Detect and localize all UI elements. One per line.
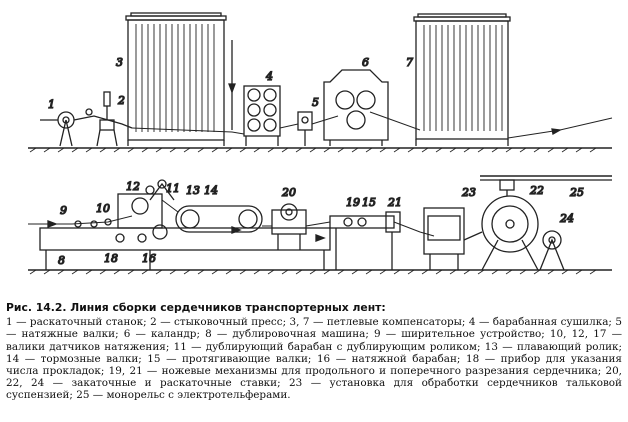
label-12: 12 [126,180,140,193]
label-16: 16 [142,252,156,265]
label-15: 15 [362,196,376,209]
upper-assembly-line: 1 2 3 4 5 6 7 [28,12,613,153]
caption-legend: 1 — раскаточный станок; 2 — стыковочный … [6,316,622,402]
label-24: 24 [559,212,574,225]
lower-assembly-line: 9 10 12 11 13 14 20 19 15 21 23 22 25 24… [28,175,612,275]
label-9: 9 [60,204,67,217]
lower-web-path [28,199,435,237]
label-20: 20 [281,186,296,199]
winding-stand-22 [463,195,539,271]
label-25: 25 [569,186,584,199]
label-2: 2 [117,94,125,107]
unwinding-stand-24 [539,230,565,271]
caption-title: Рис. 14.2. Линия сборки сердечников тран… [6,301,386,314]
label-23: 23 [461,186,476,199]
festoon-accumulator-7 [413,13,613,146]
drum-dryer-4 [243,85,281,146]
monorail-25 [480,175,612,196]
label-8: 8 [58,254,65,267]
doubling-machine-8 [39,179,331,270]
label-11: 11 [166,182,180,195]
unwinding-stand-1 [40,111,75,147]
winding-stand-20 [271,203,307,250]
upper-web-path [131,111,421,135]
label-13: 13 [186,184,200,197]
label-18: 18 [104,252,118,265]
talc-treatment-unit-23 [423,207,465,270]
calender-6 [323,69,389,146]
label-4: 4 [265,70,273,83]
label-5: 5 [312,96,319,109]
label-7: 7 [406,56,413,69]
label-6: 6 [362,56,369,69]
tension-rolls-5 [297,111,313,146]
label-21: 21 [387,196,402,209]
label-14: 14 [204,184,218,197]
label-1: 1 [48,98,55,111]
brake-rolls-14 [175,205,263,233]
label-10: 10 [96,202,110,215]
label-22: 22 [529,184,544,197]
label-19: 19 [346,196,360,209]
technical-figure: 1 2 3 4 5 6 7 [28,12,613,275]
festoon-accumulator-3 [125,12,236,146]
splicing-press-2 [73,91,133,147]
figure-caption: Рис. 14.2. Линия сборки сердечников тран… [6,301,622,402]
label-3: 3 [116,56,123,69]
cutting-knives-19-21 [329,211,401,270]
